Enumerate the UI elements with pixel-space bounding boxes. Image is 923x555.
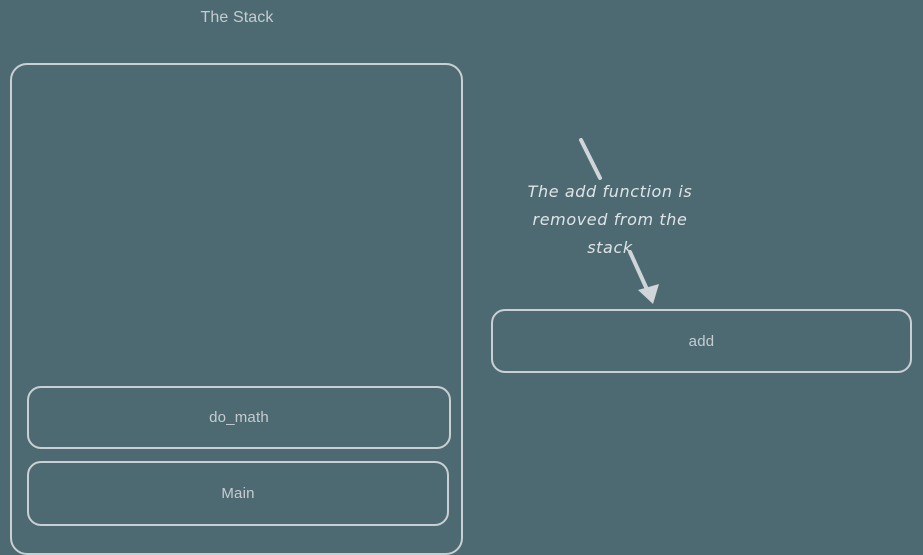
annotation-line-1: The add function is — [527, 182, 693, 201]
removed-frame-label: add — [688, 332, 715, 350]
stack-frame-main[interactable]: Main — [27, 461, 449, 526]
stack-frame-label: Main — [221, 485, 255, 502]
annotation-line-3: stack — [587, 238, 633, 257]
pointer-arrow-head-icon — [638, 284, 659, 304]
page-title: The Stack — [200, 9, 274, 26]
stack-frame-do-math[interactable]: do_math — [27, 386, 451, 449]
annotation-line-2: removed from the — [532, 210, 688, 229]
removed-frame-add[interactable]: add — [491, 309, 912, 373]
stack-frame-label: do_math — [209, 409, 269, 426]
annotation-text: The add function is removed from the sta… — [500, 178, 720, 262]
pointer-line-icon — [579, 138, 602, 180]
